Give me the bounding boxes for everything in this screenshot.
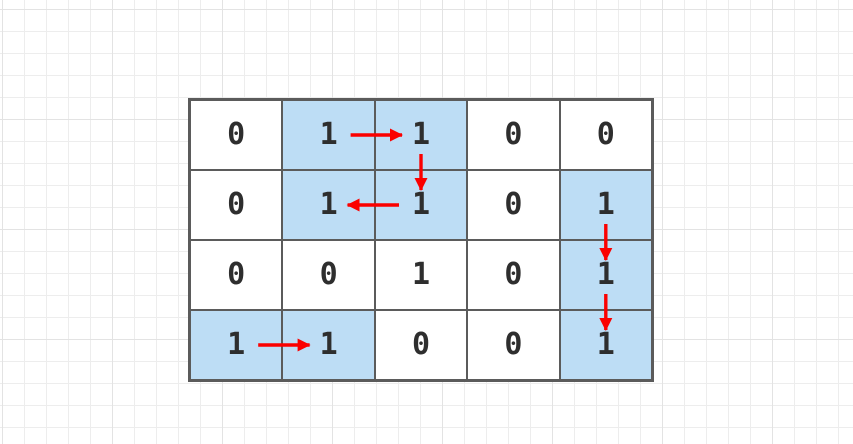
- grid-cell-r0c2: 1: [374, 100, 468, 170]
- grid-cell-r1c1: 1: [282, 170, 375, 240]
- grid-cell-r2c2: 1: [374, 240, 468, 310]
- grid-cell-r2c0: 0: [190, 240, 283, 310]
- grid-cell-r0c1: 1: [282, 100, 375, 170]
- grid-cell-r1c0: 0: [190, 170, 283, 240]
- grid-cell-r3c3: 0: [467, 310, 560, 380]
- grid-cell-r0c3: 0: [467, 100, 560, 170]
- grid-cell-r3c2: 0: [374, 310, 468, 380]
- grid-cell-r3c1: 1: [282, 310, 375, 380]
- grid-cell-r2c4: 1: [559, 240, 652, 310]
- grid-cell-r1c3: 0: [467, 170, 560, 240]
- grid-cell-r2c3: 0: [467, 240, 560, 310]
- grid-cell-r1c2: 1: [374, 170, 468, 240]
- grid-cell-r1c4: 1: [559, 170, 652, 240]
- grid-cell-r3c4: 1: [559, 310, 652, 380]
- grid-cell-r0c4: 0: [559, 100, 652, 170]
- grid-cell-r0c0: 0: [190, 100, 283, 170]
- grid-cell-r3c0: 1: [190, 310, 283, 380]
- grid-cell-r2c1: 0: [282, 240, 375, 310]
